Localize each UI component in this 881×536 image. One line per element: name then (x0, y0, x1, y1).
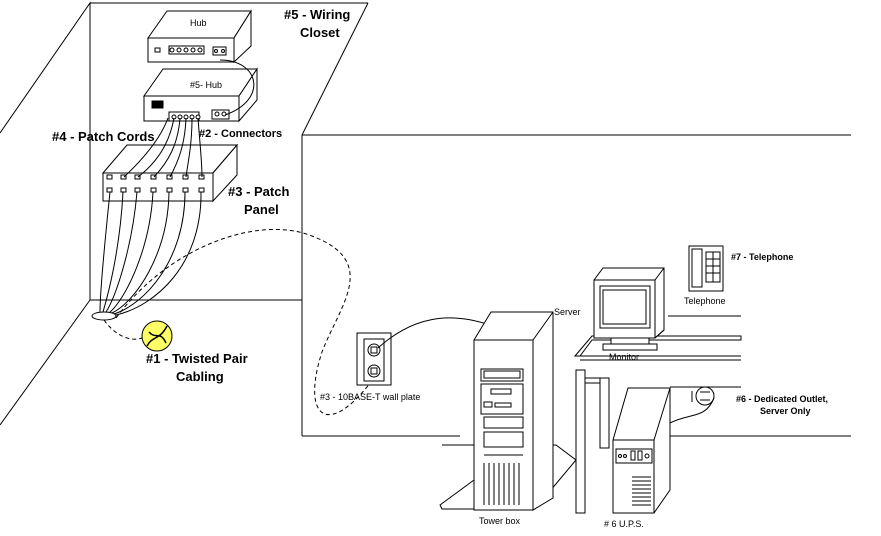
dedicated-outlet (667, 386, 715, 425)
ups-icon (612, 387, 671, 514)
wall-plate (356, 317, 491, 386)
label-monitor: Monitor (609, 352, 639, 362)
twisted-pair-icon (141, 320, 173, 352)
hub-lower (143, 59, 258, 123)
label-wiring-closet-2: Closet (300, 25, 340, 40)
label-connectors: #2 - Connectors (199, 128, 282, 140)
label-twisted-pair-2: Cabling (176, 369, 224, 384)
label-tower-box: Tower box (479, 516, 521, 526)
label-telephone: Telephone (684, 296, 726, 306)
telephone-icon (688, 245, 724, 292)
hub-top (147, 9, 252, 64)
monitor-icon (593, 267, 665, 351)
cable-bundle (91, 191, 202, 321)
label-patch-cords: #4 - Patch Cords (52, 129, 155, 144)
label-telephone-tag: #7 - Telephone (731, 252, 793, 262)
label-ups: # 6 U.P.S. (604, 519, 644, 529)
label-hub-top: Hub (190, 18, 207, 28)
patch-panel (101, 143, 239, 203)
label-server: Server (554, 307, 581, 317)
patch-cords (123, 117, 203, 178)
dashed-cable-run (103, 229, 377, 416)
label-outlet-1: #6 - Dedicated Outlet, (736, 394, 828, 404)
label-twisted-pair-1: #1 - Twisted Pair (146, 351, 248, 366)
wiring-closet-walls (0, 1, 851, 437)
tower-box-icon (439, 311, 577, 511)
label-hub-lower: #5- Hub (190, 80, 222, 90)
label-patch-panel-2: Panel (244, 202, 279, 217)
label-patch-panel-1: #3 - Patch (228, 184, 289, 199)
label-wiring-closet-1: #5 - Wiring (284, 7, 350, 22)
label-outlet-2: Server Only (760, 406, 811, 416)
server-desk (573, 315, 742, 514)
label-wall-plate: #3 - 10BASE-T wall plate (320, 392, 420, 402)
